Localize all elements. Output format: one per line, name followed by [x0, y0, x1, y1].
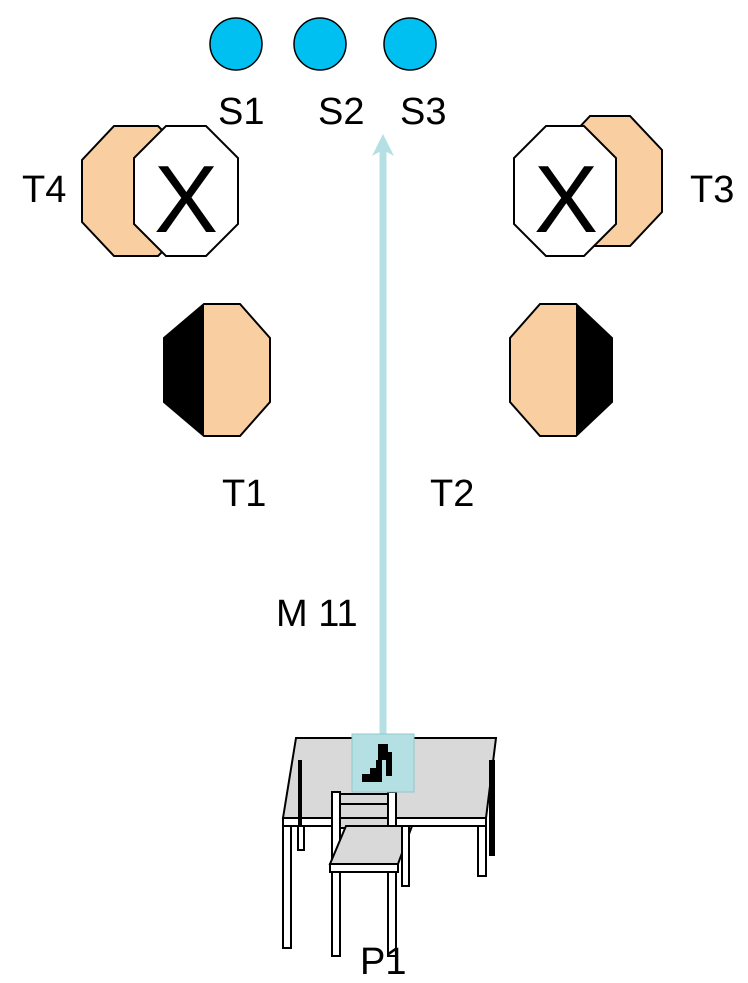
target-t2-hardcover — [576, 304, 612, 436]
target-t4-label: T4 — [22, 169, 66, 211]
chair-slat-1 — [339, 793, 389, 805]
target-t1-hardcover — [164, 304, 204, 436]
target-t2-outline — [509, 303, 613, 437]
target-t3: X T3 — [513, 115, 734, 257]
movement-label: M 11 — [276, 593, 358, 635]
arrow-up-icon: M 11 — [276, 134, 394, 738]
target-t1-outline — [163, 303, 271, 437]
chair-seat — [328, 825, 414, 865]
steel-target-s1 — [209, 17, 263, 71]
steel-label-s1: S1 — [218, 91, 264, 133]
steel-label-s2: S2 — [318, 91, 364, 133]
pistol-shape — [362, 744, 392, 782]
start-position-label: P1 — [360, 941, 406, 978]
target-t2: T2 — [430, 303, 613, 515]
target-t1-label: T1 — [222, 473, 266, 515]
steel-target-s2 — [293, 17, 347, 71]
pistol-icon — [351, 733, 415, 793]
target-t3-no-shoot — [513, 125, 617, 257]
target-t3-label: T3 — [690, 169, 734, 211]
target-t4-no-shoot-mark: X — [154, 146, 218, 253]
target-t4: X T4 — [22, 125, 239, 257]
chair-post-right — [387, 791, 397, 957]
table-leg-front-right — [477, 825, 487, 877]
target-t2-label: T2 — [430, 473, 474, 515]
chair-seat-edge — [329, 863, 399, 873]
steel-label-s3: S3 — [400, 91, 446, 133]
target-t4-no-shoot — [133, 125, 239, 257]
steel-target-s3 — [383, 17, 437, 71]
table-leg-front-left — [282, 825, 292, 949]
pistol-grip — [376, 760, 382, 782]
gun-box — [351, 733, 415, 793]
chair-icon — [328, 791, 414, 957]
target-t3-no-shoot-mark: X — [534, 146, 598, 253]
movement-arrowhead — [372, 134, 394, 156]
target-t1: T1 — [163, 303, 271, 515]
steel-targets: S1 S2 S3 — [209, 17, 446, 133]
table-leg-front-inner — [297, 825, 305, 851]
chair-leg-front-right — [401, 825, 410, 887]
chair-post-left — [331, 791, 341, 957]
